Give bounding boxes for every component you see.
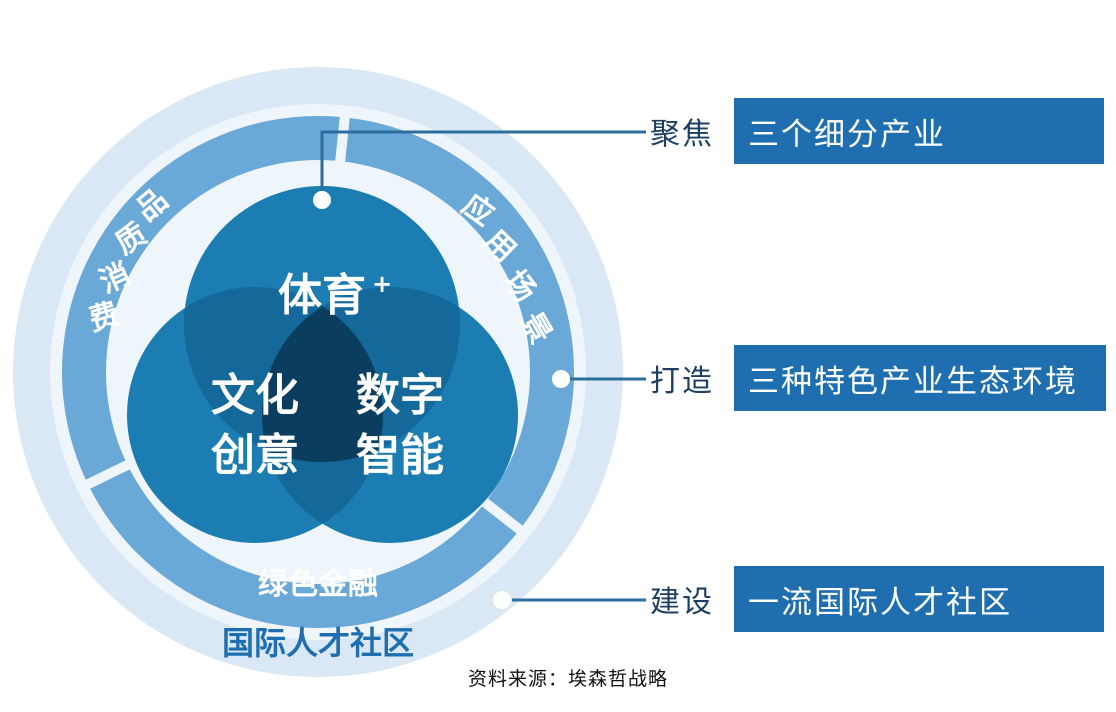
item-row-2: 打造 三种特色产业生态环境 <box>650 345 1106 411</box>
connector-2-dot <box>552 370 570 388</box>
connector-1 <box>320 130 646 198</box>
circle-left-label-1: 文化 <box>211 370 299 421</box>
source-caption: 资料来源：埃森哲战略 <box>468 668 669 690</box>
connector-3-dot <box>493 591 511 609</box>
ring-gap-right <box>477 494 528 538</box>
item-row-3: 建设 一流国际人才社区 <box>650 566 1104 632</box>
item-box: 一流国际人才社区 <box>734 566 1104 632</box>
item-verb: 聚焦 <box>650 117 714 152</box>
overlap-center <box>262 287 383 462</box>
item-verb: 建设 <box>650 585 714 620</box>
item-box: 三种特色产业生态环境 <box>734 345 1106 411</box>
ring-gap-top <box>334 110 351 168</box>
ring-gap-left <box>80 457 136 492</box>
circle-right-label-1: 数字 <box>356 370 444 421</box>
circle-left-label-2: 创意 <box>211 430 299 481</box>
ring-label-bottom: 绿色金融 <box>258 567 378 602</box>
item-box: 三个细分产业 <box>734 98 1104 164</box>
circle-top-label: 体育 <box>278 270 366 321</box>
outer-label: 国际人才社区 <box>222 624 414 662</box>
connector-1-dot <box>313 191 331 209</box>
circle-right-label-2: 智能 <box>356 430 444 481</box>
item-verb: 打造 <box>650 364 714 399</box>
item-row-1: 聚焦 三个细分产业 <box>650 98 1104 164</box>
circle-top-plus: + <box>372 270 392 298</box>
